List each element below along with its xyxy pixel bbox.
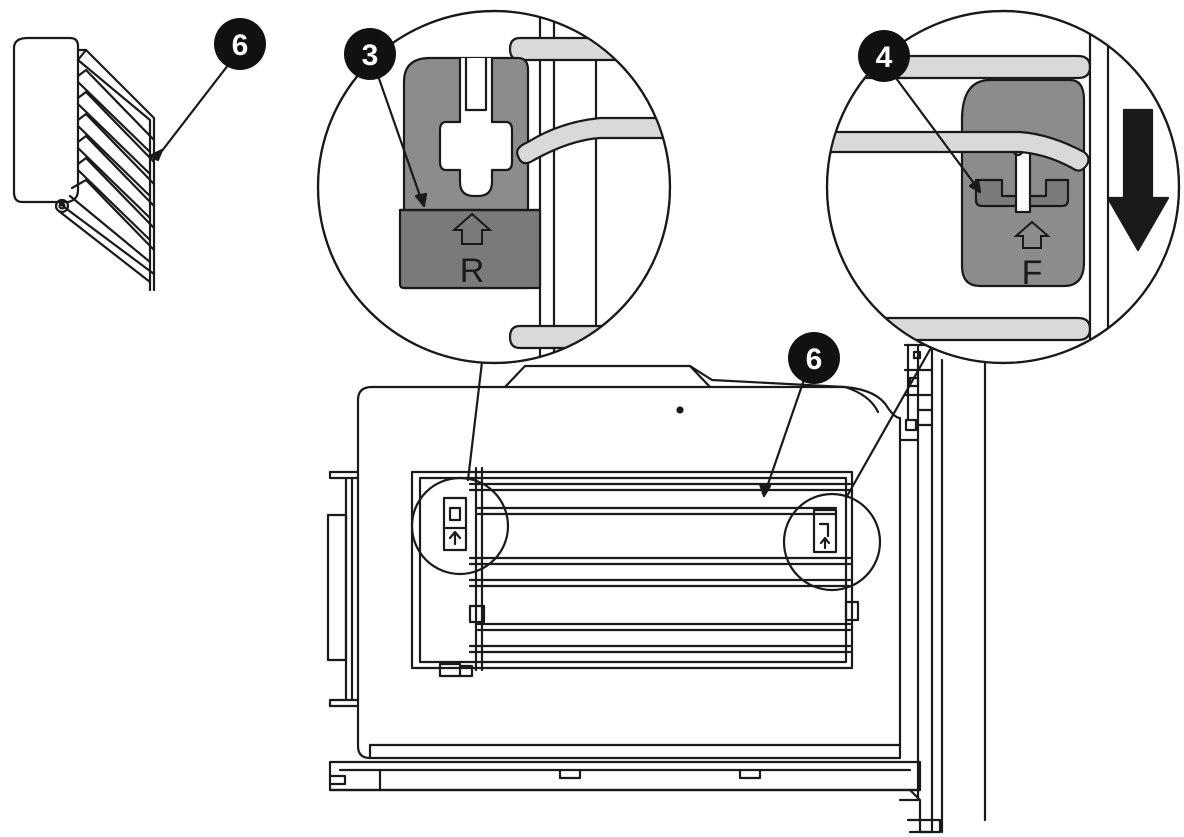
rear-bracket-letter: R [460, 252, 485, 290]
zoom-front-bracket [825, 9, 1181, 365]
callout-badge-rear-bracket: 3 [344, 28, 396, 80]
svg-text:4: 4 [876, 41, 893, 74]
callout-leaders [148, 58, 982, 498]
callout-badge-rack-installed: 6 [788, 332, 840, 384]
callout-badge-rack-side: 6 [214, 18, 266, 70]
rear-bracket-label: R [451, 212, 493, 290]
rack-installed [410, 344, 934, 678]
oven-body [326, 343, 987, 834]
front-bracket-letter: F [1022, 254, 1043, 292]
svg-text:3: 3 [362, 39, 379, 72]
front-bracket-label: F [1013, 220, 1051, 292]
oven-cavity [410, 470, 854, 670]
callout-badge-front-bracket: 4 [858, 30, 910, 82]
rack-side-view [12, 36, 156, 292]
svg-text:6: 6 [232, 29, 249, 62]
arrow-up-icon [1013, 220, 1051, 249]
svg-text:6: 6 [806, 343, 823, 376]
arrow-down-icon [1106, 108, 1170, 252]
arrow-up-icon [451, 212, 493, 245]
